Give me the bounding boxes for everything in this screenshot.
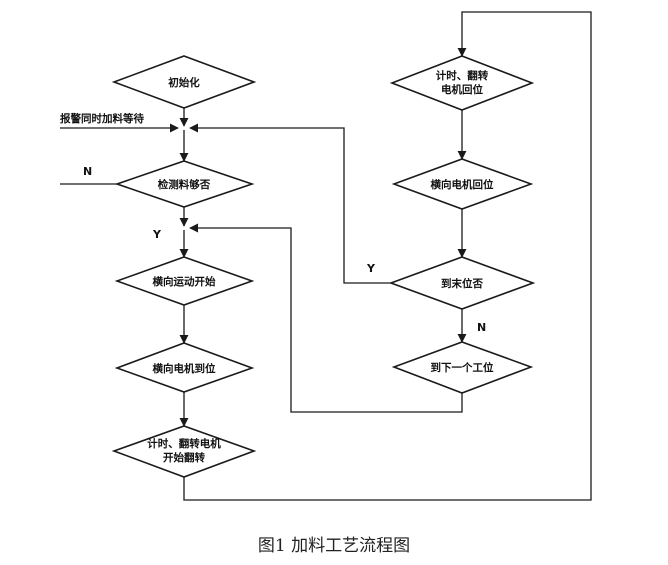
at-end-yes-label: Y — [366, 262, 376, 275]
node-timing-flip-return: 计时、翻转 电机回位 — [389, 55, 535, 111]
process-flowchart: 初始化 检测料够否 横向运动开始 横向电机到位 计时、翻转电机 开始翻转 计时、… — [60, 11, 592, 501]
edge-flip-start-to-right-top — [183, 11, 592, 501]
node-init: 初始化 — [111, 55, 257, 109]
node-timing-flip-start: 计时、翻转电机 开始翻转 — [111, 425, 257, 478]
node-traverse-return-label: 横向电机回位 — [431, 178, 494, 191]
edge-at-end-yes-to-top-merge — [189, 123, 391, 284]
figure-caption: 图1 加料工艺流程图 — [257, 536, 411, 556]
node-traverse-start: 横向运动开始 — [114, 256, 255, 306]
node-traverse-start-label: 横向运动开始 — [153, 275, 216, 288]
node-next-station-label: 到下一个工位 — [431, 361, 494, 374]
left-yes-label: Y — [152, 228, 162, 241]
node-next-station: 到下一个工位 — [391, 341, 534, 394]
node-check-material: 检测料够否 — [114, 160, 255, 208]
node-timing-flip-return-label-line2: 电机回位 — [441, 83, 483, 96]
node-traverse-motor-arrive-label: 横向电机到位 — [153, 362, 216, 375]
at-end-no-label: N — [477, 321, 486, 334]
node-timing-flip-start-label-line2: 开始翻转 — [163, 451, 205, 464]
node-timing-flip-start-label-line1: 计时、翻转电机 — [147, 437, 221, 450]
node-init-label: 初始化 — [168, 76, 200, 89]
edge-next-station-to-left-merge — [189, 223, 463, 413]
connectors — [60, 11, 592, 501]
alarm-wait-label: 报警同时加料等待 — [60, 112, 144, 125]
node-traverse-return: 横向电机回位 — [391, 158, 534, 210]
node-timing-flip-return-label-line1: 计时、翻转 — [436, 69, 489, 82]
node-at-end: 到末位否 — [388, 256, 536, 310]
left-no-label: N — [83, 165, 92, 178]
node-traverse-motor-arrive: 横向电机到位 — [114, 342, 255, 393]
node-check-material-label: 检测料够否 — [158, 178, 211, 191]
node-at-end-label: 到末位否 — [441, 277, 483, 290]
